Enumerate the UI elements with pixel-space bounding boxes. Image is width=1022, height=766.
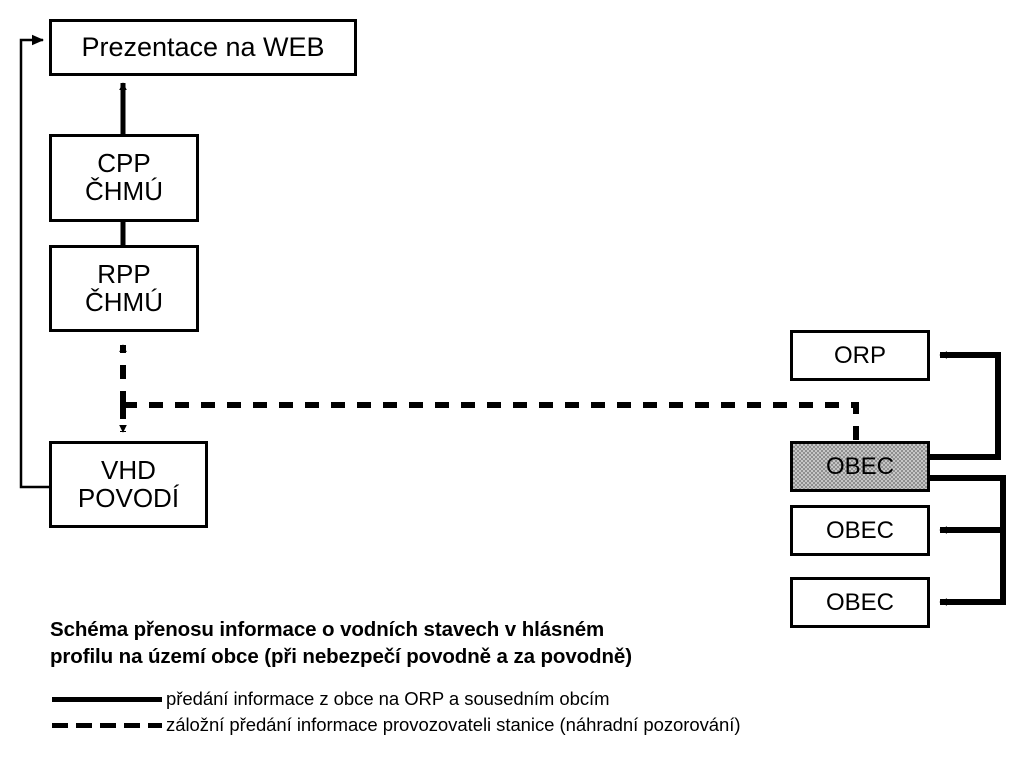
legend-label: záložní předání informace provozovateli …	[166, 714, 741, 735]
legend-label: předání informace z obce na ORP a soused…	[166, 688, 610, 709]
node-obec-neighbor-1[interactable]: OBEC	[790, 505, 930, 556]
node-obec-highlighted[interactable]: OBEC	[790, 441, 930, 492]
node-label-line2: ČHMÚ	[85, 176, 163, 206]
node-obec-neighbor-2[interactable]: OBEC	[790, 577, 930, 628]
node-label: ORP	[833, 341, 886, 369]
node-label: OBEC	[825, 588, 894, 616]
legend-solid-line-icon	[48, 686, 166, 712]
diagram-legend: předání informace z obce na ORP a soused…	[48, 686, 948, 738]
node-orp[interactable]: ORP	[790, 330, 930, 381]
edge-obec-to-orp	[930, 351, 1001, 460]
node-label-line2: ČHMÚ	[85, 286, 163, 317]
node-prezentace-na-web[interactable]: Prezentace na WEB	[49, 19, 357, 76]
caption-line-2: profilu na území obce (při nebezpečí pov…	[50, 645, 632, 669]
diagram-caption: Schéma přenosu informace o vodních stave…	[50, 616, 810, 671]
node-label-line2: POVODÍ	[77, 482, 180, 513]
edge-obec-to-rpp-dashed	[123, 402, 859, 441]
legend-item-dashed: záložní předání informace provozovateli …	[48, 712, 948, 738]
edge-obec-to-obec2	[930, 475, 1006, 534]
legend-dashed-line-icon	[48, 712, 166, 738]
node-label-line1: VHD	[101, 454, 156, 485]
node-label: OBEC	[825, 516, 894, 544]
node-cpp-chmu[interactable]: CPP ČHMÚ	[49, 134, 199, 222]
node-label: OBEC	[825, 452, 894, 480]
node-rpp-chmu[interactable]: RPP ČHMÚ	[49, 245, 199, 332]
node-label: Prezentace na WEB	[81, 32, 325, 63]
edge-vhd-to-web-feedback	[19, 34, 49, 489]
node-vhd-povodi[interactable]: VHD POVODÍ	[49, 441, 208, 528]
node-label-line1: CPP	[97, 148, 151, 179]
node-label-line1: RPP	[97, 258, 151, 289]
caption-line-1: Schéma přenosu informace o vodních stave…	[50, 618, 605, 641]
edge-obec-to-obec3	[939, 530, 1006, 606]
legend-item-solid: předání informace z obce na ORP a soused…	[48, 686, 948, 712]
